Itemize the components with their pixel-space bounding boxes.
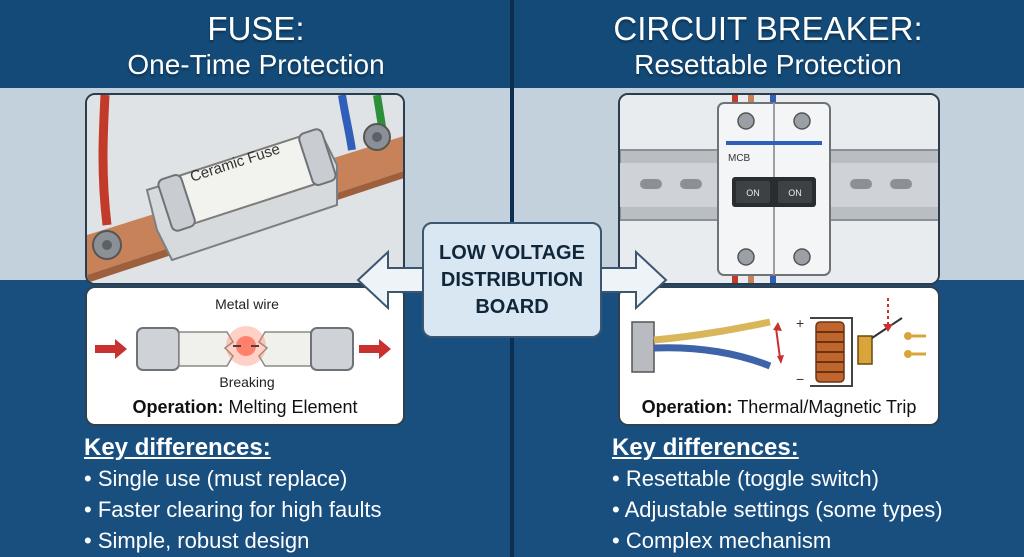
thermal-magnetic-diagram: + − [631,298,926,387]
fuse-photo: Ceramic Fuse [85,93,405,285]
fuse-illustration: Ceramic Fuse [87,95,403,283]
fuse-key-item: Faster clearing for high faults [84,494,382,525]
fuse-melting-diagram [95,326,391,371]
current-out-arrow-icon [359,339,391,359]
breaker-key-heading: Key differences: [612,434,799,461]
current-in-arrow-icon [95,339,127,359]
breaker-title: CIRCUIT BREAKER: [613,10,923,47]
breaker-key-list: Resettable (toggle switch) Adjustable se… [612,463,943,556]
fuse-key-list: Single use (must replace) Faster clearin… [84,463,382,556]
breaker-operation-panel: + − Operation: Thermal/Magnetic Trip [618,286,940,426]
breaker-illustration: MCB ON ON [620,95,938,283]
breaker-operation-text: Operation: Thermal/Magnetic Trip [620,397,938,418]
fuse-operation-panel: Metal wire Breaking Operation: Melting E… [85,286,405,426]
fuse-title-block: FUSE: One-Time Protection [0,0,512,82]
fuse-key-item: Simple, robust design [84,525,382,556]
switch-label-right: ON [788,188,802,198]
breaker-operation-value: Thermal/Magnetic Trip [737,397,917,417]
breaker-key-differences: Key differences: Resettable (toggle swit… [612,433,943,556]
breaker-photo-label: MCB [728,153,751,164]
fuse-key-heading: Key differences: [84,434,271,461]
breaker-subtitle: Resettable Protection [634,49,902,80]
svg-text:+: + [796,315,804,331]
breaking-label: Breaking [219,374,275,390]
distribution-board-box: LOW VOLTAGE DISTRIBUTION BOARD [422,222,602,338]
breaker-photo: MCB ON ON [618,93,940,285]
fuse-key-differences: Key differences: Single use (must replac… [84,433,382,556]
breaker-operation-label: Operation: [641,397,733,417]
switch-label-left: ON [746,188,760,198]
breaker-key-item: Resettable (toggle switch) [612,463,943,494]
fuse-title: FUSE: [207,10,305,47]
breaker-key-item: Complex mechanism [612,525,943,556]
fuse-operation-label: Operation: [132,397,224,417]
metal-wire-label: Metal wire [215,296,279,312]
distribution-board-label: LOW VOLTAGE DISTRIBUTION BOARD [439,241,585,318]
svg-text:−: − [796,371,804,387]
fuse-key-item: Single use (must replace) [84,463,382,494]
fuse-operation-text: Operation: Melting Element [87,397,403,418]
fuse-subtitle: One-Time Protection [127,49,385,80]
breaker-title-block: CIRCUIT BREAKER: Resettable Protection [512,0,1024,82]
fuse-operation-value: Melting Element [228,397,358,417]
bimetal-strip-icon [631,321,655,373]
breaker-key-item: Adjustable settings (some types) [612,494,943,525]
